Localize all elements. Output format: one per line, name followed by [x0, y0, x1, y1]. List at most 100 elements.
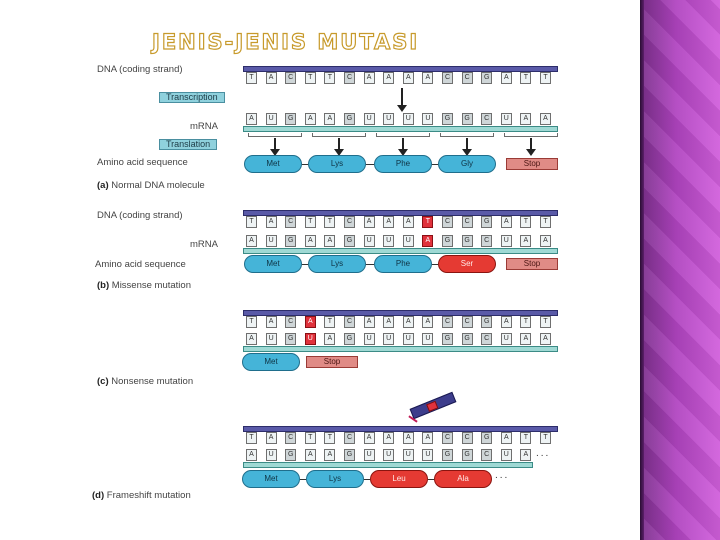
nucleotide-base: A — [402, 72, 414, 84]
nucleotide-base: A — [402, 432, 414, 444]
nucleotide-base: A — [540, 333, 551, 345]
nucleotide-base: A — [500, 432, 512, 444]
nucleotide-base: A — [265, 72, 277, 84]
nucleotide-base: T — [304, 216, 316, 228]
nucleotide-base: A — [265, 432, 277, 444]
nucleotide-base: A — [363, 72, 375, 84]
nucleotide-base: G — [481, 72, 493, 84]
dna-backbone — [243, 426, 558, 432]
nucleotide-base: A — [383, 216, 395, 228]
panel-b-dna-label: DNA (coding strand) — [97, 210, 183, 221]
peptide-bond — [300, 479, 306, 480]
nucleotide-base: U — [500, 235, 512, 247]
nucleotide-base: U — [500, 113, 512, 125]
nucleotide-base: G — [442, 235, 453, 247]
amino-acid: Gly — [438, 155, 496, 173]
translation-arrow — [398, 138, 408, 156]
nucleotide-base: C — [481, 235, 493, 247]
nucleotide-base: G — [285, 235, 297, 247]
codon-bracket — [312, 133, 366, 137]
rna-backbone — [243, 462, 533, 468]
nucleotide-base: A — [304, 235, 316, 247]
nucleotide-base: G — [442, 449, 453, 461]
nucleotide-base: U — [383, 449, 395, 461]
dna-backbone — [243, 310, 558, 316]
nucleotide-base: T — [540, 216, 551, 228]
stop-codon-box: Stop — [306, 356, 358, 368]
nucleotide-base: C — [344, 432, 355, 444]
peptide-bond — [432, 264, 438, 265]
nucleotide-base: C — [461, 432, 473, 444]
stop-codon-box: Stop — [506, 258, 558, 270]
nucleotide-base: U — [265, 235, 277, 247]
nucleotide-base: C — [285, 72, 297, 84]
peptide-bond — [302, 264, 308, 265]
nucleotide-base: A — [383, 72, 395, 84]
nucleotide-base: U — [363, 449, 375, 461]
amino-acid: Phe — [374, 155, 432, 173]
side-panel-edge — [640, 0, 644, 540]
amino-acid: Lys — [306, 470, 364, 488]
nucleotide-base: G — [461, 113, 473, 125]
nucleotide-base: U — [363, 235, 375, 247]
rna-backbone — [243, 248, 558, 254]
nucleotide-base: G — [461, 333, 473, 345]
peptide-bond — [364, 479, 370, 480]
nucleotide-base: C — [481, 449, 493, 461]
panel-b-caption: (b) Missense mutation — [97, 280, 191, 291]
panel-a-mrna-label: mRNA — [190, 121, 218, 132]
nucleotide-base: A — [540, 235, 551, 247]
nucleotide-base: U — [500, 333, 512, 345]
translation-arrow — [526, 138, 536, 156]
nucleotide-base: G — [442, 333, 453, 345]
nucleotide-base: G — [481, 216, 493, 228]
nucleotide-base: A — [363, 432, 375, 444]
nucleotide-base: A — [265, 316, 277, 328]
nucleotide-base: T — [246, 216, 257, 228]
nucleotide-base: T — [304, 432, 316, 444]
dna-backbone — [243, 210, 558, 216]
nucleotide-base: C — [481, 113, 493, 125]
nucleotide-base: T — [324, 216, 336, 228]
amino-acid: Phe — [374, 255, 432, 273]
nucleotide-base: A — [246, 333, 257, 345]
nucleotide-base: A — [304, 449, 316, 461]
nucleotide-base: A — [324, 235, 336, 247]
nucleotide-base: G — [442, 113, 453, 125]
rna-backbone — [243, 126, 558, 132]
nucleotide-base: T — [422, 216, 434, 228]
nucleotide-base: C — [442, 316, 453, 328]
stop-codon-box: Stop — [506, 158, 558, 170]
peptide-bond — [366, 164, 374, 165]
nucleotide-base: G — [285, 113, 297, 125]
nucleotide-base: C — [285, 216, 297, 228]
panel-b-caption-letter: (b) — [97, 280, 110, 291]
nucleotide-base: A — [422, 316, 434, 328]
nucleotide-base: C — [461, 316, 473, 328]
nucleotide-base: A — [500, 316, 512, 328]
nucleotide-base: U — [500, 449, 512, 461]
nucleotide-base: G — [285, 333, 297, 345]
panel-b-mrna-label: mRNA — [190, 239, 218, 250]
translation-arrow — [270, 138, 280, 156]
nucleotide-base: A — [520, 449, 532, 461]
panel-a-caption: (a) Normal DNA molecule — [97, 180, 205, 191]
peptide-bond — [428, 479, 434, 480]
nucleotide-base: U — [422, 333, 434, 345]
nucleotide-base: A — [304, 316, 316, 328]
slide-title: JENIS-JENIS MUTASI — [151, 29, 420, 54]
peptide-bond — [432, 164, 438, 165]
panel-a-caption-letter: (a) — [97, 180, 109, 191]
nucleotide-base: T — [324, 72, 336, 84]
codon-bracket — [376, 133, 430, 137]
nucleotide-base: T — [246, 72, 257, 84]
amino-acid: Met — [242, 353, 300, 371]
codon-bracket — [440, 133, 494, 137]
nucleotide-base: A — [363, 316, 375, 328]
